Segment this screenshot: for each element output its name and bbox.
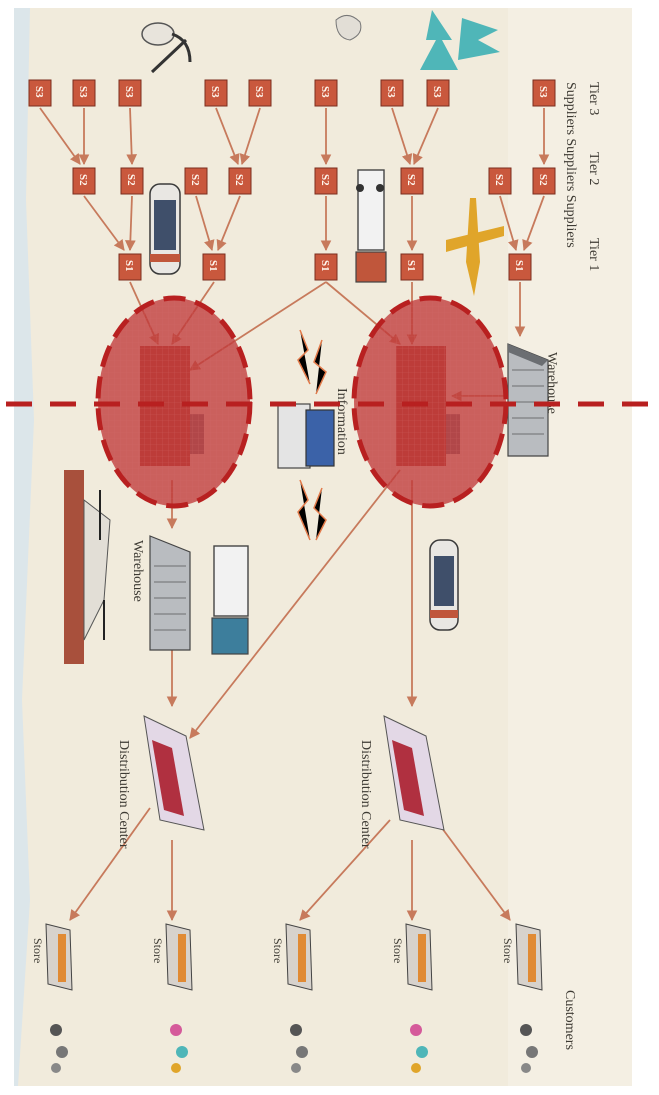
supplier-code-s3: S3: [253, 86, 265, 98]
supplier-box-s1-5: S1: [508, 253, 532, 281]
supplier-box-s2-1: S2: [72, 167, 96, 195]
supplier-code-s2: S2: [493, 174, 505, 186]
supplier-code-s3: S3: [319, 86, 331, 98]
supplier-code-s3: S3: [537, 86, 549, 98]
supplier-code-s1: S1: [207, 260, 219, 272]
supplier-code-s1: S1: [513, 260, 525, 272]
supplier-code-s2: S2: [537, 174, 549, 186]
customers-label: Customers: [562, 990, 577, 1050]
supplier-box-s1-4: S1: [400, 253, 424, 281]
airplane-icon: [446, 198, 504, 296]
supplier-box-s2-5: S2: [314, 167, 338, 195]
suppliers-row-label: Suppliers Suppliers Suppliers: [563, 82, 578, 248]
computer-icon: [277, 329, 335, 541]
supplier-code-s2: S2: [319, 174, 331, 186]
supplier-code-s3: S3: [77, 86, 89, 98]
store-1: Store: [31, 923, 73, 1073]
tier-header: Tier 3 Tier 2 Tier 1 Suppliers Suppliers…: [562, 82, 601, 1050]
supplier-code-s3: S3: [209, 86, 221, 98]
truck-icon-2: [211, 545, 249, 655]
supplier-box-s3-9: S3: [532, 79, 556, 107]
store-5: Store: [501, 923, 543, 1073]
tier2-label: Tier 2: [586, 152, 601, 185]
distribution-center-right-label: Distribution Center: [358, 740, 373, 849]
supplier-box-s3-5: S3: [248, 79, 272, 107]
store-label: Store: [151, 938, 165, 963]
supplier-box-s1-1: S1: [118, 253, 142, 281]
factory-highlight-right: [351, 295, 509, 509]
store-2: Store: [151, 923, 193, 1073]
store-label: Store: [31, 938, 45, 963]
supplier-code-s3: S3: [431, 86, 443, 98]
cotton-icon: [335, 15, 362, 41]
supplier-box-s2-6: S2: [400, 167, 424, 195]
supplier-box-s3-1: S3: [28, 79, 52, 107]
supplier-box-s3-6: S3: [314, 79, 338, 107]
supplier-code-s3: S3: [33, 86, 45, 98]
train-icon: [149, 183, 181, 275]
supplier-code-s2: S2: [189, 174, 201, 186]
warehouse-mid-icon: [149, 535, 191, 651]
supplier-box-s1-2: S1: [202, 253, 226, 281]
supplier-code-s2: S2: [125, 174, 137, 186]
information-label: Information: [334, 388, 349, 455]
supplier-code-s1: S1: [405, 260, 417, 272]
left-edge-shade: [14, 8, 34, 1086]
store-3: Store: [271, 923, 313, 1073]
distribution-center-right-icon: [383, 715, 445, 831]
warehouse-mid-label: Warehouse: [130, 540, 145, 602]
distribution-center-left-label: Distribution Center: [116, 740, 131, 849]
supplier-box-s3-4: S3: [204, 79, 228, 107]
tier3-label: Tier 3: [586, 82, 601, 115]
warehouse-top-label: Warehouse: [544, 352, 559, 414]
store-label: Store: [391, 938, 405, 963]
supplier-box-s2-3: S2: [184, 167, 208, 195]
supplier-box-s3-7: S3: [380, 79, 404, 107]
tree-icon: [420, 10, 500, 70]
supplier-code-s3: S3: [385, 86, 397, 98]
stores: Store Store Store Store Store: [31, 923, 543, 1073]
supplier-box-s3-2: S3: [72, 79, 96, 107]
supplier-code-s1: S1: [319, 260, 331, 272]
truck-icon: [355, 169, 387, 283]
distribution-center-left-icon: [143, 715, 205, 831]
supplier-code-s3: S3: [123, 86, 135, 98]
supplier-code-s2: S2: [405, 174, 417, 186]
supplier-code-s2: S2: [77, 174, 89, 186]
store-label: Store: [271, 938, 285, 963]
supplier-box-s2-2: S2: [120, 167, 144, 195]
store-label: Store: [501, 938, 515, 963]
mining-icon: [141, 22, 192, 74]
ship-icon: [64, 470, 111, 664]
store-4: Store: [391, 923, 433, 1073]
customer-band: [508, 8, 632, 1086]
supplier-code-s2: S2: [233, 174, 245, 186]
tier1-label: Tier 1: [586, 238, 601, 271]
supplier-code-s1: S1: [123, 260, 135, 272]
warehouse-top-icon: [507, 343, 549, 457]
supplier-box-s2-4: S2: [228, 167, 252, 195]
supplier-box-s3-8: S3: [426, 79, 450, 107]
train-icon-2: [429, 539, 459, 631]
supplier-box-s3-3: S3: [118, 79, 142, 107]
factory-highlight-left: [95, 295, 253, 509]
supplier-box-s2-7: S2: [488, 167, 512, 195]
supplier-box-s1-3: S1: [314, 253, 338, 281]
supplier-box-s2-8: S2: [532, 167, 556, 195]
